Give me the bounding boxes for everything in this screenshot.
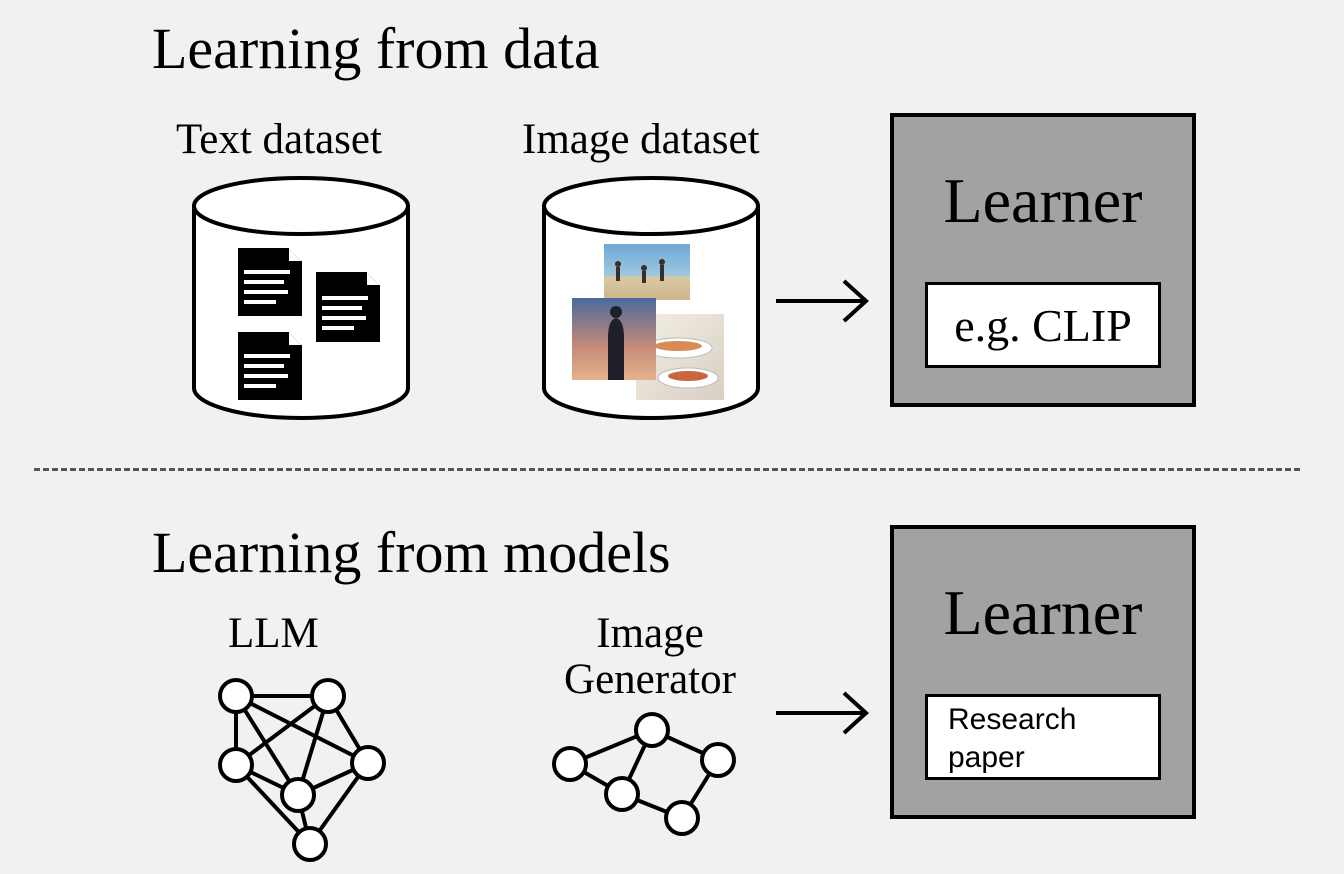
arrow-right-icon	[776, 691, 869, 735]
learner-example-line1: Research	[948, 703, 1077, 736]
image-dataset-cylinder	[542, 176, 760, 420]
learner-title: Learner	[943, 165, 1143, 236]
photo-collage-icon	[572, 244, 724, 400]
text-dataset-label: Text dataset	[176, 116, 382, 163]
learner-example-box: e.g. CLIP	[925, 282, 1161, 368]
image-generator-label: Image Generator	[550, 612, 750, 701]
learner-title: Learner	[943, 577, 1143, 648]
section-title-learning-from-models: Learning from models	[152, 520, 671, 585]
learner-example-label: Research paper	[928, 697, 1158, 777]
section-title-learning-from-data: Learning from data	[152, 16, 600, 81]
learner-example-label: e.g. CLIP	[954, 300, 1132, 351]
section-divider	[34, 468, 1300, 471]
text-document-icon	[238, 248, 302, 316]
learner-box-models: Learner Research paper	[890, 525, 1196, 819]
text-document-icon	[316, 272, 380, 342]
image-generator-network	[552, 712, 736, 836]
image-dataset-label: Image dataset	[522, 116, 760, 163]
learner-example-box: Research paper	[925, 694, 1161, 780]
image-generator-label-line1: Image	[596, 610, 704, 657]
learner-example-line2: paper	[948, 741, 1025, 774]
arrow-right-icon	[776, 279, 869, 323]
text-dataset-cylinder	[192, 176, 410, 420]
text-document-icon	[238, 332, 302, 400]
image-generator-label-line2: Generator	[564, 656, 736, 703]
llm-network	[218, 678, 386, 862]
neural-network-icon	[234, 694, 370, 846]
learner-box-data: Learner e.g. CLIP	[890, 113, 1196, 407]
llm-label: LLM	[228, 610, 319, 657]
